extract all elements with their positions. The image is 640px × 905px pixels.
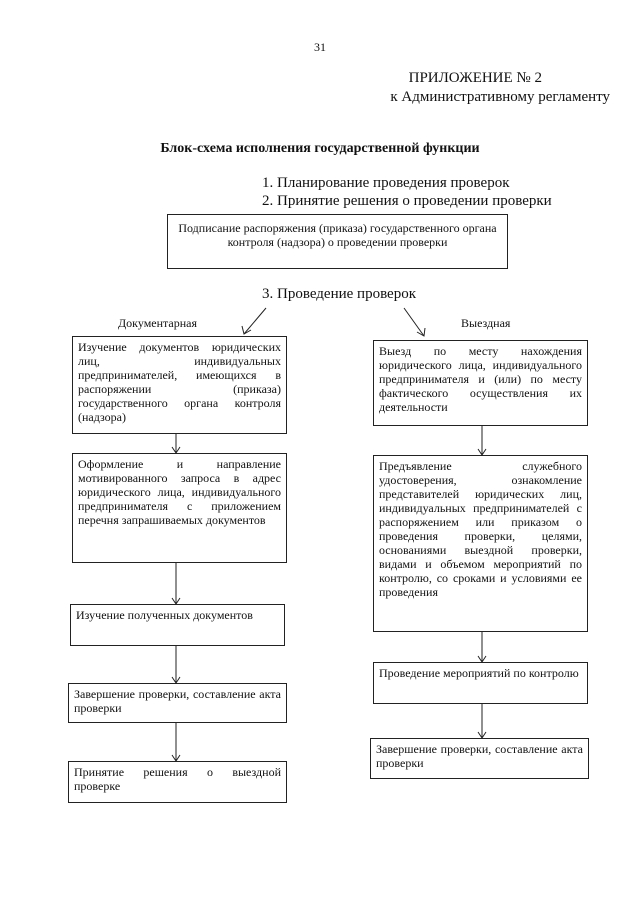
control-measures-box: Проведение мероприятий по контролю [373, 662, 588, 704]
present-credentials-box: Предъявление служебного удостоверения, о… [373, 455, 588, 632]
step-inspections: 3. Проведение проверок [262, 286, 417, 302]
request-documents-box: Оформление и направление мотивированного… [72, 453, 287, 563]
step-decision: 2. Принятие решения о проведении проверк… [262, 193, 552, 209]
page-number: 31 [314, 40, 326, 54]
documentary-branch-label: Документарная [118, 316, 198, 330]
signing-order-box: Подписание распоряжения (приказа) госуда… [167, 214, 508, 269]
arrow-to-onsite [403, 307, 425, 337]
study-documents-box: Изучение документов юридических лиц, инд… [72, 336, 287, 434]
complete-onsite-inspection-box: Завершение проверки, составление акта пр… [370, 738, 589, 779]
complete-documentary-inspection-box: Завершение проверки, составление акта пр… [68, 683, 287, 723]
appendix-number: ПРИЛОЖЕНИЕ № 2 [408, 70, 542, 86]
study-received-documents-box: Изучение полученных документов [70, 604, 285, 646]
appendix-reference: к Административному регламенту [390, 89, 610, 105]
onsite-inspection-decision-box: Принятие решения о выездной проверке [68, 761, 287, 803]
arrow-to-documentary [243, 307, 267, 335]
travel-to-location-box: Выезд по месту нахождения юридического л… [373, 340, 588, 426]
step-planning: 1. Планирование проведения проверок [262, 175, 510, 191]
onsite-branch-label: Выездная [461, 316, 511, 330]
flowchart-title: Блок-схема исполнения государственной фу… [160, 141, 480, 156]
